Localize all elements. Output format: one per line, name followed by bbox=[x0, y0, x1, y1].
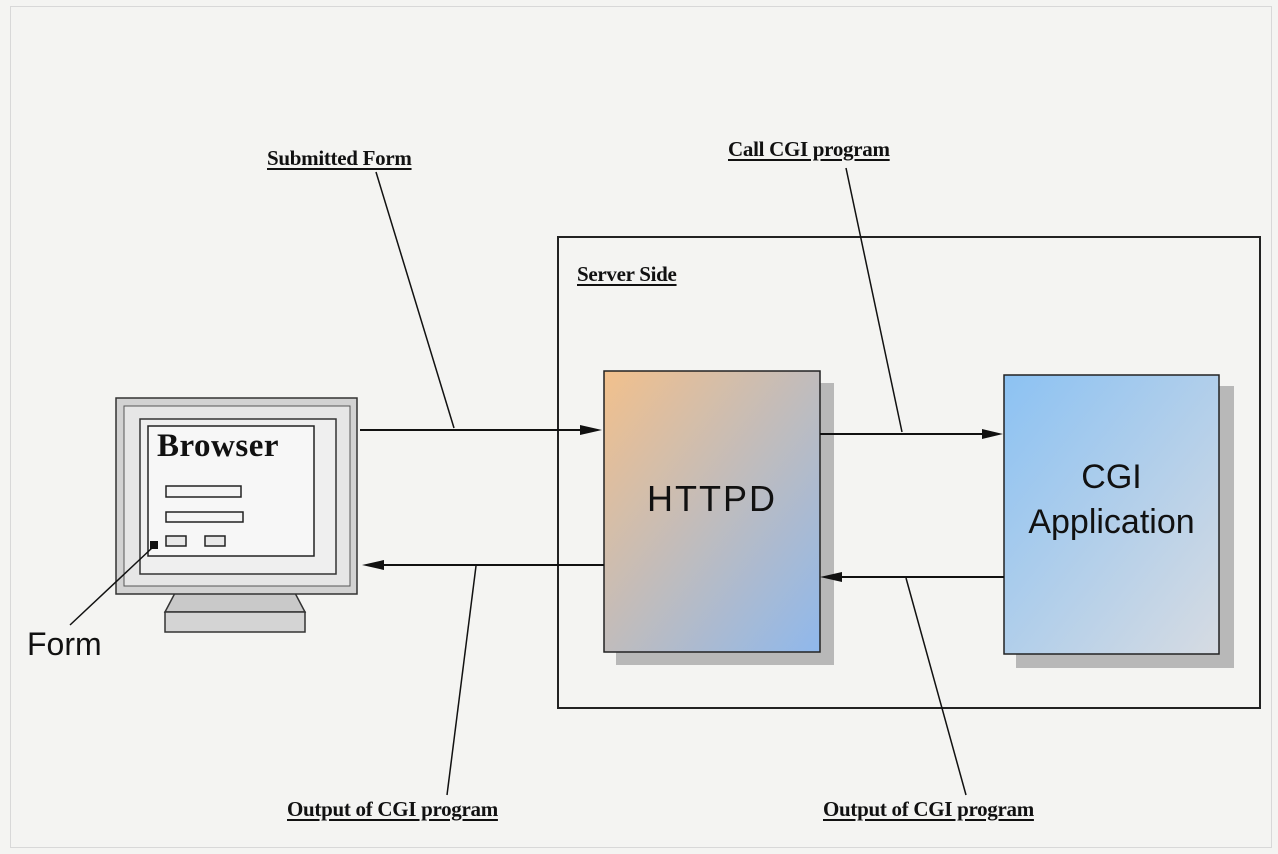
browser-title: Browser bbox=[157, 428, 280, 464]
cgi-box bbox=[1003, 374, 1220, 655]
form-field-1 bbox=[165, 485, 242, 498]
output-right-label: Output of CGI program bbox=[823, 797, 1034, 821]
submit-arrowhead bbox=[580, 425, 602, 435]
httpd-label: HTTPD bbox=[647, 478, 777, 519]
form-field-2 bbox=[165, 511, 244, 523]
call-arrowhead bbox=[982, 429, 1003, 439]
output-left-label: Output of CGI program bbox=[287, 797, 498, 821]
cgi-label-line1: CGI bbox=[1081, 458, 1142, 496]
server-side-label: Server Side bbox=[577, 262, 677, 286]
server-side-box bbox=[557, 236, 1261, 709]
form-label: Form bbox=[27, 626, 102, 662]
call-cgi-leader bbox=[845, 167, 903, 433]
output-left-arrowhead bbox=[362, 560, 384, 570]
form-pointer-marker bbox=[150, 541, 158, 549]
diagram-frame bbox=[10, 6, 1272, 848]
form-button-1 bbox=[165, 535, 187, 547]
cgi-label-line2: Application bbox=[1028, 503, 1195, 541]
output-right-arrowhead bbox=[820, 572, 842, 582]
submitted-form-label: Submitted Form bbox=[267, 146, 412, 170]
output-right-leader bbox=[905, 577, 967, 796]
submitted-form-leader bbox=[375, 171, 455, 429]
computer-monitor-icon bbox=[115, 397, 358, 633]
form-pointer-line bbox=[69, 547, 153, 626]
output-left-leader bbox=[446, 565, 477, 796]
httpd-box bbox=[603, 370, 821, 653]
form-button-2 bbox=[204, 535, 226, 547]
call-cgi-label: Call CGI program bbox=[728, 137, 890, 161]
